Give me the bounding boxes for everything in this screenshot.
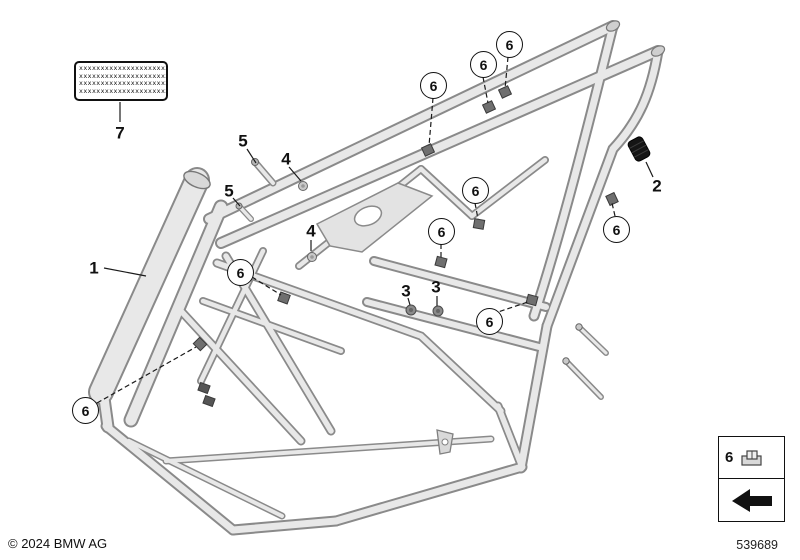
callout-4b[interactable]: 4 [306,223,315,240]
rear-bolt-2 [562,357,604,400]
callout-label: 6 [485,313,494,330]
callout-label: 6 [471,182,480,199]
callout-6-7[interactable]: 6 [227,259,254,286]
sticker-row: xxxxxxxxxxxxxxxxxxxxx [79,64,168,72]
callout-6-6[interactable]: 6 [428,218,455,245]
hardware-parts [235,136,651,455]
callout-label: 2 [652,176,662,196]
screw-5a [251,158,277,187]
rear-bolt-1 [575,323,609,356]
clamp-icon [741,449,762,466]
rubber-cap-2 [627,136,651,162]
callout-label: 5 [224,181,234,201]
legend-item-number: 6 [725,449,734,466]
frame-tubes-outline [101,26,658,530]
nut-4b [307,252,317,262]
type-label-sticker: xxxxxxxxxxxxxxxxxxxxx xxxxxxxxxxxxxxxxxx… [74,61,168,101]
nut-3b [432,305,444,317]
legend-box: 6 [718,436,785,522]
dashed-leader-lines [96,56,616,404]
callout-2[interactable]: 2 [652,178,661,195]
screw-5b [235,202,254,222]
callout-6-4[interactable]: 6 [603,216,630,243]
callout-6-2[interactable]: 6 [470,51,497,78]
tube-end-caps [183,20,666,190]
callout-6-1[interactable]: 6 [420,72,447,99]
callout-7[interactable]: 7 [115,125,124,142]
copyright-text: © 2024 BMW AG [8,536,108,551]
callout-label: 5 [238,131,248,151]
callout-label: 3 [401,281,411,301]
callout-3a[interactable]: 3 [401,283,410,300]
nut-3a [405,304,417,316]
callout-label: 4 [281,149,291,169]
nut-4a [298,181,308,191]
callout-label: 1 [89,258,99,278]
sticker-row: xxxxxxxxxxxxxxxxxxxxx [79,71,168,80]
callout-4a[interactable]: 4 [281,151,290,168]
callout-label: 7 [115,123,125,143]
callout-label: 6 [429,77,438,94]
sticker-row: xxxxxxxxxxxxxxxxxxxxx [79,86,168,95]
clamp-fittings [192,85,619,408]
callout-label: 6 [612,221,621,238]
callout-label: 6 [236,264,245,281]
callout-label: 6 [505,36,514,53]
callout-5b[interactable]: 5 [224,183,233,200]
continuation-arrow-icon [731,489,772,512]
callout-1[interactable]: 1 [89,260,98,277]
callout-6-3[interactable]: 6 [496,31,523,58]
callout-label: 6 [479,56,488,73]
callout-3b[interactable]: 3 [431,279,440,296]
callout-label: 6 [81,402,90,419]
legend-item-row: 6 [719,437,784,479]
diagram-part-number: 539689 [736,538,778,552]
callout-6-5[interactable]: 6 [462,177,489,204]
gusset-plate [315,182,434,253]
callout-label: 6 [437,223,446,240]
callout-5a[interactable]: 5 [238,133,247,150]
legend-reference-row [719,479,784,521]
callout-6-8[interactable]: 6 [476,308,503,335]
callout-label: 3 [431,277,441,297]
callout-6-9[interactable]: 6 [72,397,99,424]
lower-bracket [436,429,454,455]
callout-label: 4 [306,221,316,241]
leader-lines [96,56,654,404]
sticker-row: xxxxxxxxxxxxxxxxxxxxx [79,79,168,87]
